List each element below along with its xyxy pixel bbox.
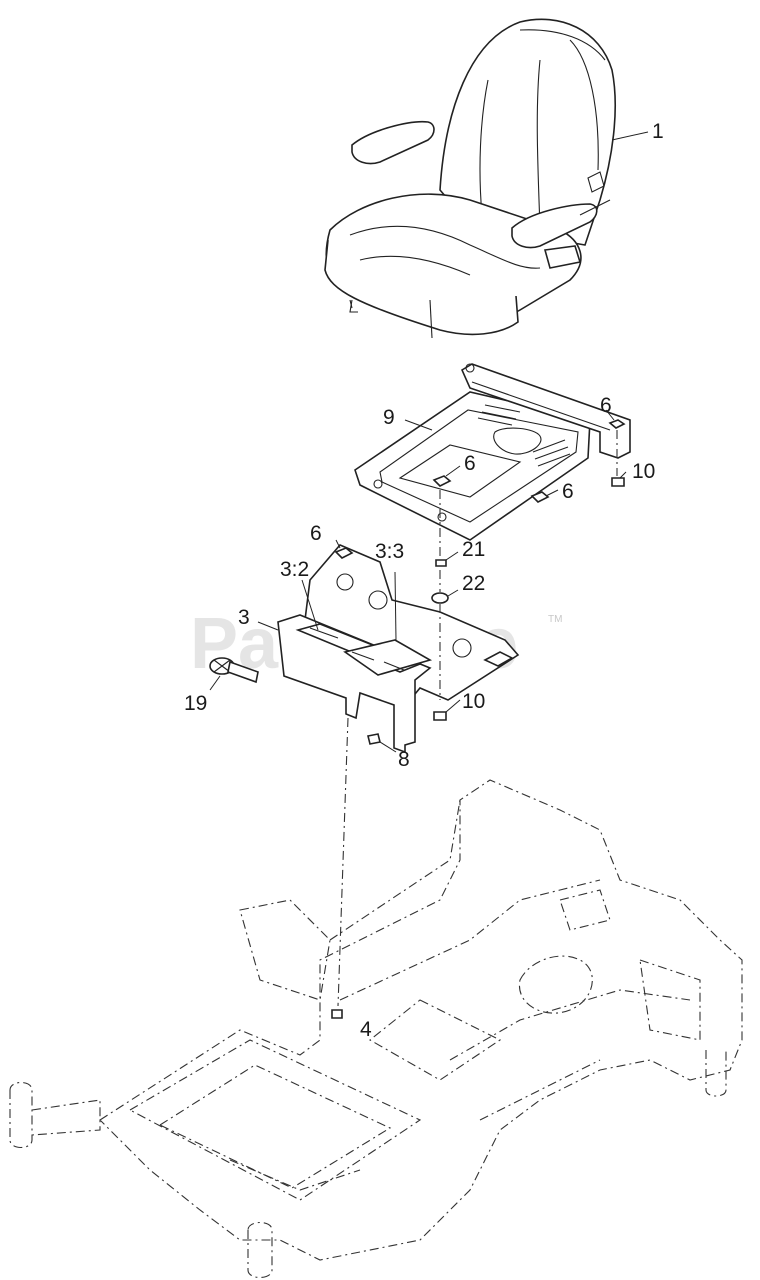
hardware (331, 419, 626, 1019)
frame-bolt[interactable] (331, 1009, 343, 1019)
nut-center[interactable] (432, 475, 452, 487)
callout-bolt-right: 10 (632, 460, 655, 483)
callout-seat-pan: 3 (238, 606, 250, 629)
callout-emblem: 19 (184, 692, 207, 715)
nut-plate-right[interactable] (530, 491, 550, 503)
watermark-trademark: TM (548, 614, 562, 625)
seat-plate-part-9[interactable] (354, 363, 631, 541)
seat-pan-part-3[interactable] (277, 544, 520, 754)
seat-part-1[interactable] (324, 18, 616, 339)
spacer[interactable] (435, 559, 447, 567)
bolt-lower[interactable] (433, 711, 447, 721)
callout-screw: 8 (398, 748, 410, 771)
callout-decal-3-2: 3:2 (280, 558, 309, 581)
screw[interactable] (367, 733, 381, 745)
emblem-part-19[interactable] (209, 657, 259, 684)
washer[interactable] (431, 592, 449, 604)
callout-spacer: 21 (462, 538, 485, 561)
nut-top-right[interactable] (608, 419, 626, 429)
callout-nut-plate-right: 6 (562, 480, 574, 503)
callout-nut-center: 6 (464, 452, 476, 475)
callout-bolt-lower: 10 (462, 690, 485, 713)
callout-decal-3-3: 3:3 (375, 540, 404, 563)
callout-frame-bolt: 4 (360, 1018, 372, 1041)
callout-washer: 22 (462, 572, 485, 595)
nut-bracket[interactable] (334, 547, 354, 559)
callout-nut-top-right: 6 (600, 394, 612, 417)
callout-seat: 1 (652, 120, 664, 143)
callout-nut-bracket: 6 (310, 522, 322, 545)
bolt-right[interactable] (611, 477, 625, 487)
mower-frame (9, 779, 743, 1279)
leader-lines (209, 131, 649, 753)
callout-seat-plate: 9 (383, 406, 395, 429)
